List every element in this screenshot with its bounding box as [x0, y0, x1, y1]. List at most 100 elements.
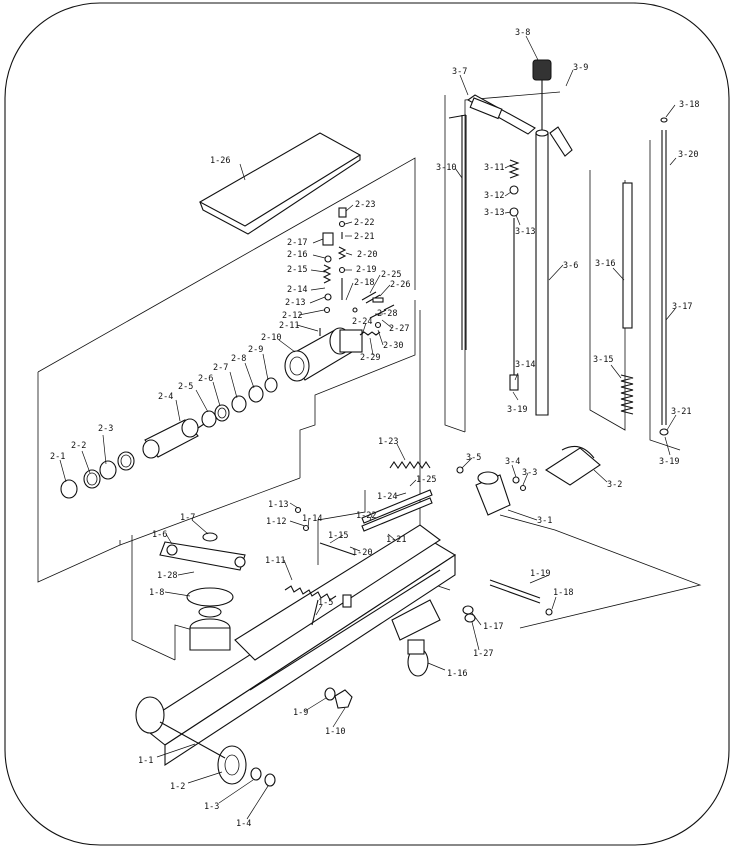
label-1-16: 1-16: [447, 669, 467, 679]
label-1-23: 1-23: [378, 437, 398, 447]
label-2-11: 2-11: [279, 321, 299, 331]
seals-2-5-to-2-9: [201, 377, 278, 428]
handle-socket-3-1: [475, 445, 601, 516]
label-1-9: 1-9: [293, 708, 308, 718]
rear-caster-1-16: [391, 599, 441, 677]
lift-arm-1-6-1-7: [159, 532, 246, 571]
label-1-27: 1-27: [473, 649, 493, 659]
label-2-27: 2-27: [389, 324, 409, 334]
label-1-24: 1-24: [377, 492, 397, 502]
washers-1-17-1-27: [462, 605, 476, 623]
rod-3-17: [659, 117, 669, 436]
label-1-14: 1-14: [302, 514, 322, 524]
pump-group-boundary: [37, 157, 416, 583]
frame-group-boundary: [131, 310, 702, 661]
label-2-29: 2-29: [360, 353, 380, 363]
label-2-30: 2-30: [383, 341, 403, 351]
rod-3-16-3-15: [620, 182, 634, 415]
links-1-21-1-22: [361, 489, 433, 532]
label-1-15: 1-15: [328, 531, 348, 541]
label-3-13b: 3-13: [515, 227, 535, 237]
handle-grip-3-8: [532, 59, 552, 130]
label-1-22: 1-22: [356, 511, 376, 521]
label-3-9: 3-9: [573, 63, 588, 73]
label-2-18: 2-18: [354, 278, 374, 288]
small-parts-frame: [294, 466, 527, 626]
label-2-4: 2-4: [158, 392, 173, 402]
label-3-16: 3-16: [595, 259, 615, 269]
label-3-18: 3-18: [679, 100, 699, 110]
label-2-19: 2-19: [356, 265, 376, 275]
label-1-7: 1-7: [180, 513, 195, 523]
label-2-8: 2-8: [231, 354, 246, 364]
label-1-3: 1-3: [204, 802, 219, 812]
label-2-13: 2-13: [285, 298, 305, 308]
label-3-13a: 3-13: [484, 208, 504, 218]
label-1-18: 1-18: [553, 588, 573, 598]
label-3-21: 3-21: [671, 407, 691, 417]
label-2-5: 2-5: [178, 382, 193, 392]
release-rod-3-10: [448, 114, 467, 350]
label-3-20: 3-20: [678, 150, 698, 160]
label-3-4: 3-4: [505, 457, 520, 467]
label-2-10: 2-10: [261, 333, 281, 343]
label-3-5: 3-5: [466, 453, 481, 463]
label-2-24: 2-24: [352, 317, 372, 327]
label-1-6: 1-6: [152, 530, 167, 540]
part-labels: 1-1 1-2 1-3 1-4 1-5 1-6 1-7 1-8 1-9 1-10…: [50, 28, 699, 829]
diagram-frame: [4, 2, 730, 846]
label-2-22: 2-22: [354, 218, 374, 228]
front-wheels-1-1-1-2: [135, 696, 276, 787]
label-3-7: 3-7: [452, 67, 467, 77]
label-1-11: 1-11: [265, 556, 285, 566]
label-2-15: 2-15: [287, 265, 307, 275]
label-2-1: 2-1: [50, 452, 65, 462]
handle-tube-3-6: [466, 94, 573, 416]
label-1-19: 1-19: [530, 569, 550, 579]
cylinder-body-2-10: [284, 327, 363, 382]
label-1-12: 1-12: [266, 517, 286, 527]
cover-plate: [198, 132, 362, 235]
label-1-21: 1-21: [386, 535, 406, 545]
spring-rod-3-11-to-3-14: [508, 159, 520, 391]
label-3-3: 3-3: [522, 468, 537, 478]
label-3-8: 3-8: [515, 28, 530, 38]
label-2-23: 2-23: [355, 200, 375, 210]
label-3-2: 3-2: [607, 480, 622, 490]
label-1-13: 1-13: [268, 500, 288, 510]
axle-1-19: [489, 579, 553, 616]
saddle-1-8: [186, 587, 234, 651]
label-1-10: 1-10: [325, 727, 345, 737]
label-3-19b: 3-19: [659, 457, 679, 467]
label-3-12: 3-12: [484, 191, 504, 201]
leader-lines: [59, 35, 677, 820]
label-1-4: 1-4: [236, 819, 251, 829]
label-3-14: 3-14: [515, 360, 535, 370]
label-2-16: 2-16: [287, 250, 307, 260]
label-3-17: 3-17: [672, 302, 692, 312]
jack-frame: [139, 524, 457, 767]
label-1-8: 1-8: [149, 588, 164, 598]
label-1-17: 1-17: [483, 622, 503, 632]
label-1-26: 1-26: [210, 156, 230, 166]
label-2-2: 2-2: [71, 441, 86, 451]
label-3-19a: 3-19: [507, 405, 527, 415]
rings-2-2-2-3: [83, 451, 135, 489]
label-1-20: 1-20: [352, 548, 372, 558]
label-3-1: 3-1: [537, 516, 552, 526]
label-2-6: 2-6: [198, 374, 213, 384]
handle-group-boundary: [444, 91, 681, 451]
pump-valve-parts: [319, 207, 395, 336]
label-2-12: 2-12: [282, 311, 302, 321]
label-2-28: 2-28: [377, 309, 397, 319]
label-3-15: 3-15: [593, 355, 613, 365]
label-2-17: 2-17: [287, 238, 307, 248]
label-1-1: 1-1: [138, 756, 153, 766]
nut-washer-1-9-1-10: [324, 687, 353, 709]
ram-piston-2-4: [142, 418, 211, 459]
label-2-9: 2-9: [248, 345, 263, 355]
label-1-5: 1-5: [318, 598, 333, 608]
spring-1-11: [284, 585, 337, 601]
label-1-2: 1-2: [170, 782, 185, 792]
